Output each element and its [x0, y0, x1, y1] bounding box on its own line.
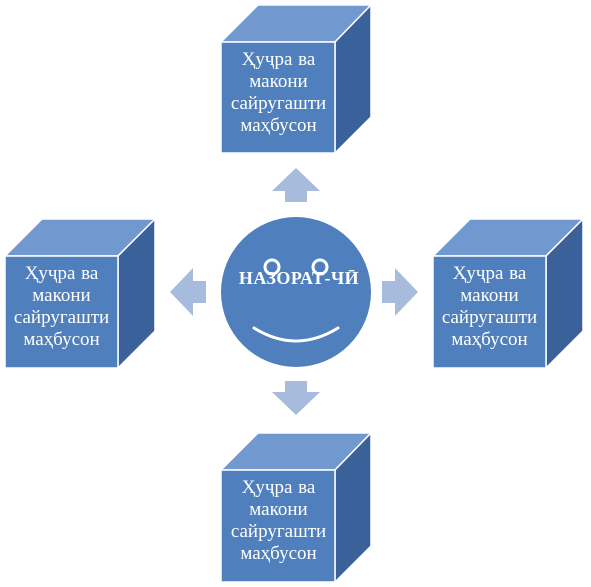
cube-bottom-line-2: макони	[249, 499, 308, 520]
cube-left	[3, 217, 157, 370]
cube-left-line-2: макони	[32, 285, 91, 306]
cube-bottom-front-face	[220, 469, 336, 583]
cube-bottom-line-1: Ҳуҷра ва	[241, 477, 316, 498]
arrow-left-icon	[170, 268, 206, 316]
cube-bottom-line-3: сайругашти	[230, 521, 327, 542]
cube-right-line-1: Ҳуҷра ва	[452, 263, 527, 284]
cube-bottom-line-4: маҳбусон	[240, 543, 317, 564]
arrow-down-icon	[272, 381, 320, 415]
cube-left-line-4: маҳбусон	[23, 329, 100, 350]
cube-right-front-face	[432, 255, 547, 369]
arrow-up-icon	[272, 168, 320, 202]
cube-left-label: Ҳуҷра ва макони сайругашти маҳбусон	[4, 263, 119, 351]
center-label: НАЗОРАТ-ЧӢ	[238, 268, 360, 288]
cube-right-line-2: макони	[460, 285, 519, 306]
smile-icon	[252, 326, 340, 343]
cube-top-front-face	[220, 41, 336, 154]
cube-top	[219, 3, 373, 155]
cube-bottom-label: Ҳуҷра ва макони сайругашти маҳбусон	[221, 477, 336, 565]
cube-bottom	[219, 431, 373, 584]
arrow-right-icon	[382, 268, 418, 316]
left-eye-icon	[263, 258, 281, 276]
cube-right-label: Ҳуҷра ва макони сайругашти маҳбусон	[432, 263, 547, 351]
cube-left-front-face	[4, 255, 119, 369]
right-eye-icon	[311, 258, 329, 276]
cube-top-line-2: макони	[249, 71, 308, 92]
center-face	[221, 217, 371, 367]
cube-left-line-1: Ҳуҷра ва	[24, 263, 99, 284]
cube-top-line-4: маҳбусон	[240, 115, 317, 136]
cube-top-label: Ҳуҷра ва макони сайругашти маҳбусон	[221, 49, 336, 137]
cube-right-line-3: сайругашти	[441, 307, 538, 328]
cube-right-line-4: маҳбусон	[451, 329, 528, 350]
cube-top-line-3: сайругашти	[230, 93, 327, 114]
cube-top-line-1: Ҳуҷра ва	[241, 49, 316, 70]
cube-right	[431, 217, 585, 370]
cube-left-line-3: сайругашти	[13, 307, 110, 328]
center-circle	[221, 217, 371, 367]
